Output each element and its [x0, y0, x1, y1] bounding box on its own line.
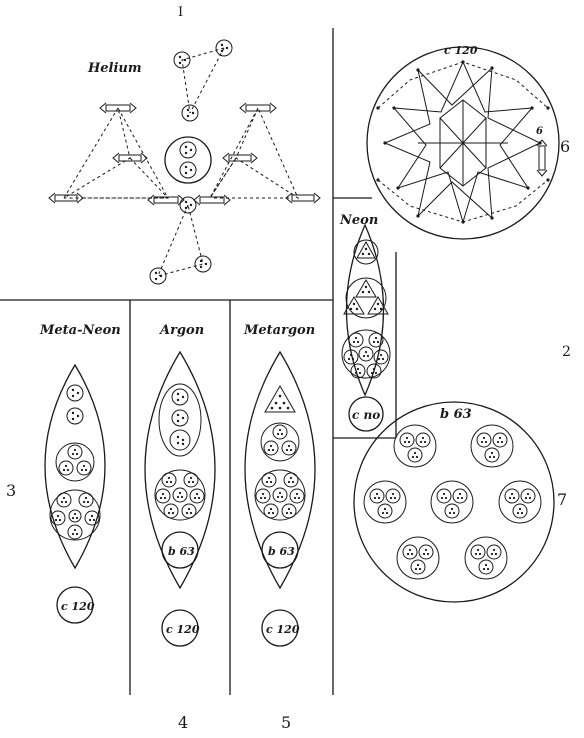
helium-small-particles — [149, 39, 233, 285]
neon-circle-label: c no — [352, 408, 380, 422]
fig7-figure: b 63 — [353, 401, 555, 603]
metargon-inner-circle — [261, 531, 299, 569]
fig7-group-bottom-right — [464, 536, 508, 580]
fig7-group-top-left — [393, 424, 437, 468]
argon-label: Argon — [158, 323, 204, 338]
metargon-figure: Metargon b 63 c 120 — [243, 323, 316, 647]
fig7-outer-circle — [353, 401, 555, 603]
neon-figure: Neon c no — [339, 213, 391, 432]
fig6-circle-label: c 120 — [444, 44, 478, 57]
argon-bottom-label: c 120 — [166, 623, 200, 636]
meta-neon-label: Meta-Neon — [39, 323, 121, 338]
meta-neon-bottom-circle — [56, 586, 94, 624]
helium-label: Helium — [87, 61, 142, 76]
argon-inner-circle — [161, 531, 199, 569]
neon-label: Neon — [339, 213, 378, 228]
meta-neon-lens — [44, 363, 106, 570]
panel-divider-lines — [0, 28, 397, 695]
figure-number-7: 7 — [557, 490, 567, 509]
figure-number-5: 5 — [281, 713, 291, 732]
fig6-star-figure: c 120 6 — [366, 44, 560, 240]
figure-number-1: I — [178, 5, 183, 20]
figure-number-4: 4 — [178, 713, 188, 732]
fig6-outer-circle — [366, 46, 560, 240]
figure-number-3: 3 — [6, 481, 16, 500]
fig7-group-right — [498, 480, 542, 524]
fig6-side-arrow — [536, 139, 548, 177]
figure-number-6: 6 — [560, 137, 570, 156]
fig6-side-label: 6 — [536, 126, 543, 137]
metargon-label: Metargon — [243, 323, 315, 338]
helium-arrow-bars — [48, 102, 321, 206]
helium-center-nucleus — [164, 136, 212, 184]
fig7-circle-label: b 63 — [440, 407, 472, 422]
argon-figure: Argon b 63 c 120 — [144, 323, 216, 647]
metargon-bottom-label: c 120 — [266, 623, 300, 636]
fig7-group-bottom-left — [396, 536, 440, 580]
helium-dotted-links — [63, 47, 300, 277]
argon-lens — [144, 350, 216, 590]
meta-neon-figure: Meta-Neon c 120 — [39, 323, 121, 624]
metargon-lens — [244, 350, 316, 590]
neon-bottom-circle — [348, 396, 384, 432]
metargon-inner-label: b 63 — [268, 545, 295, 558]
argon-bottom-circle — [161, 609, 199, 647]
meta-neon-circle-label: c 120 — [61, 600, 95, 613]
argon-inner-label: b 63 — [168, 545, 195, 558]
metargon-bottom-circle — [261, 609, 299, 647]
helium-figure: Helium — [48, 39, 321, 285]
fig7-group-top-right — [470, 424, 514, 468]
fig7-group-center — [430, 480, 474, 524]
neon-lens — [345, 223, 385, 397]
figure-number-2: 2 — [562, 344, 571, 360]
fig7-group-left — [363, 480, 407, 524]
